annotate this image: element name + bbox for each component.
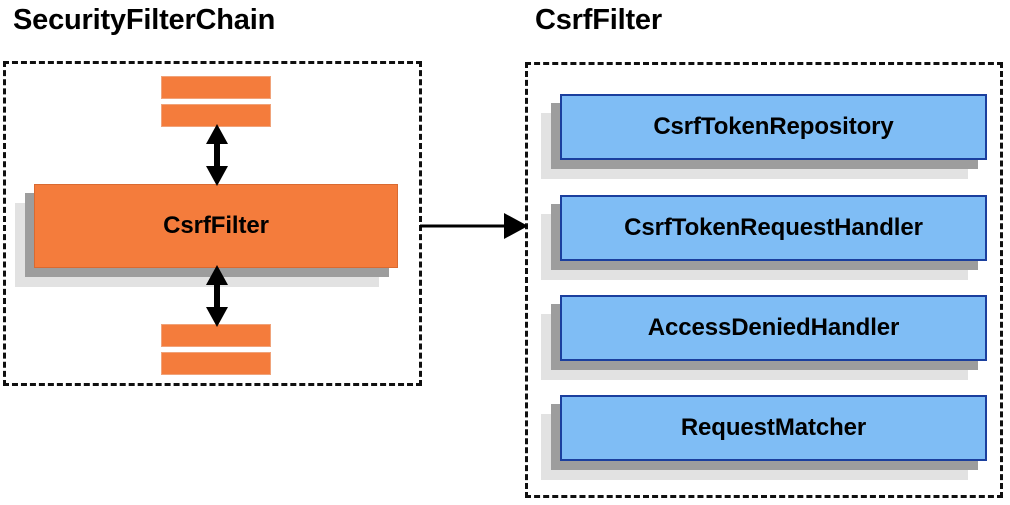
node-label: CsrfTokenRepository: [653, 113, 894, 140]
node-label: CsrfFilter: [163, 212, 269, 239]
node-face: [560, 94, 987, 160]
node-csrffilter[interactable]: CsrfFilter: [15, 184, 398, 287]
node-accessdeniedhandler[interactable]: AccessDeniedHandler: [541, 295, 987, 380]
panel-title-csrffilter: CsrfFilter: [535, 4, 662, 36]
node-label: CsrfTokenRequestHandler: [624, 214, 923, 241]
node-csrftokenrequesthandler[interactable]: CsrfTokenRequestHandler: [541, 195, 987, 280]
node-label: RequestMatcher: [680, 414, 867, 441]
filter-bar-bottom-1: [161, 324, 271, 347]
node-face: [560, 295, 987, 361]
node-csrftokenrepository[interactable]: CsrfTokenRepository: [541, 94, 987, 179]
filter-bar-top-1: [161, 76, 271, 99]
csrffilter-container: [525, 62, 1003, 498]
securityfilterchain-container: [3, 61, 422, 386]
node-face: [560, 195, 987, 261]
panel-title-securityfilterchain: SecurityFilterChain: [13, 4, 276, 36]
left-to-right-panel-arrow: [420, 213, 528, 239]
filter-bar-bottom-2: [161, 352, 271, 375]
node-face: [34, 184, 398, 268]
node-label: AccessDeniedHandler: [647, 314, 900, 341]
arrow-up-down-above-csrffilter: [206, 124, 228, 186]
arrow-up-down-below-csrffilter: [206, 265, 228, 327]
node-requestmatcher[interactable]: RequestMatcher: [541, 395, 987, 480]
node-face: [560, 395, 987, 461]
